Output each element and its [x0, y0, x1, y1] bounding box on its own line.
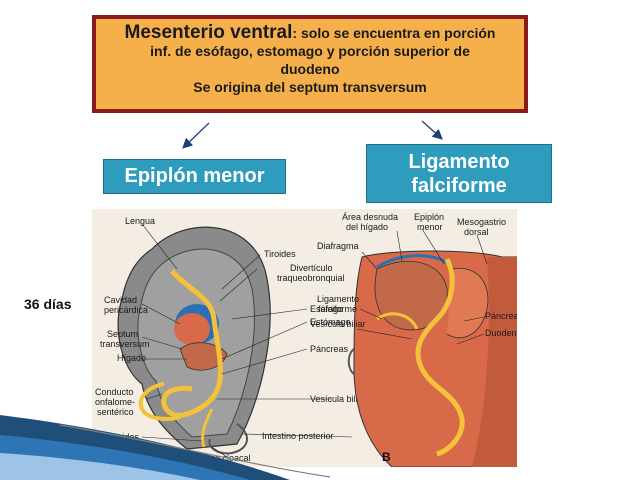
swoosh-line [59, 424, 331, 478]
label-esofago: Esófago [310, 304, 343, 314]
title-line-4: Se origina del septum transversum [193, 79, 427, 95]
label-pancreas-b: Páncreas [485, 311, 517, 321]
label-higado: Hígado [117, 353, 146, 363]
label-tiroides: Tiroides [264, 249, 296, 259]
embryo-figure: Lengua Tiroides Divertículo traqueobronq… [92, 209, 517, 467]
epiplon-menor-tag: Epiplón menor [103, 159, 286, 194]
label-pericardica: pericárdica [104, 305, 148, 315]
body-wall-b [472, 257, 517, 467]
label-estomago: Estómago [310, 317, 351, 327]
label-falciforme: falciforme [318, 304, 357, 314]
umbilical-stalk-b [347, 348, 355, 375]
label-transversum: transversum [100, 339, 150, 349]
label-duodeno: Duodeno [485, 328, 517, 338]
liver-a [179, 342, 228, 371]
label-pancreas-a: Páncreas [310, 344, 349, 354]
swoosh-light [0, 453, 200, 480]
title-box: Mesenterio ventral: solo se encuentra en… [92, 15, 528, 113]
label-conducto: Conducto [95, 387, 134, 397]
yolk-stalk [138, 382, 181, 421]
label-intestino-posterior: Intestino posterior [262, 431, 334, 441]
label-diverticulo: Divertículo [290, 263, 333, 273]
title-line-1: Mesenterio ventral: solo se encuentra en… [96, 22, 524, 43]
title-heading: Mesenterio ventral [124, 22, 293, 43]
age-label: 36 días [24, 296, 72, 312]
panel-a-leaders [141, 223, 353, 458]
label-ligamento: Ligamento [317, 294, 359, 304]
slide-decoration [0, 415, 331, 480]
ligamento-falciforme-tag: Ligamento falciforme [366, 144, 552, 203]
gut-tube-a [161, 269, 223, 418]
label-cavidad: Cavidad [104, 295, 137, 305]
epiplon-menor-label: Epiplón menor [124, 165, 265, 187]
heart [174, 313, 210, 345]
title-line-1-rest: solo se encuentra en porción [297, 25, 496, 41]
gut-tube-b [415, 257, 465, 457]
ligamento-label-line-1: Ligamento [408, 150, 510, 173]
label-mesogastrio: Mesogastrio [457, 217, 506, 227]
arrow-left [182, 122, 210, 149]
label-onfalome: onfalome- [95, 397, 135, 407]
panel-b-letter: B [382, 450, 391, 464]
allantois [200, 408, 214, 448]
label-vesicula-a: Vesícula biliar [310, 394, 366, 404]
label-area-desnuda: Área desnuda [342, 212, 398, 222]
label-dorsal: dorsal [464, 227, 489, 237]
panel-b-drawing [347, 250, 517, 467]
panel-b-leaders [356, 228, 488, 345]
label-diafragma: Diafragma [317, 241, 359, 251]
tail-a [208, 423, 248, 455]
label-traqueobronquial: traqueobronquial [277, 273, 345, 283]
label-del-higado: del hígado [346, 222, 388, 232]
ligamento-label-line-2: falciforme [411, 174, 507, 197]
title-separator: : [292, 25, 298, 41]
embryo-illustration: Lengua Tiroides Divertículo traqueobronq… [95, 212, 517, 467]
arrow-right [421, 120, 443, 140]
label-menor: menor [417, 222, 443, 232]
label-septum: Septum [107, 329, 138, 339]
label-senterico: sentérico [97, 407, 134, 417]
panel-b-labels: Área desnuda del hígado Epiplón menor Me… [310, 212, 517, 464]
label-vesicula-b: Vesícula biliar [310, 319, 366, 329]
label-epiplon: Epiplón [414, 212, 444, 222]
falciform-ligament-b [376, 312, 419, 330]
stomach-b [446, 267, 489, 339]
title-line-2: inf. de esófago, estomago y porción supe… [150, 43, 470, 59]
title-line-3: duodeno [280, 61, 340, 77]
label-lengua: Lengua [125, 216, 155, 226]
